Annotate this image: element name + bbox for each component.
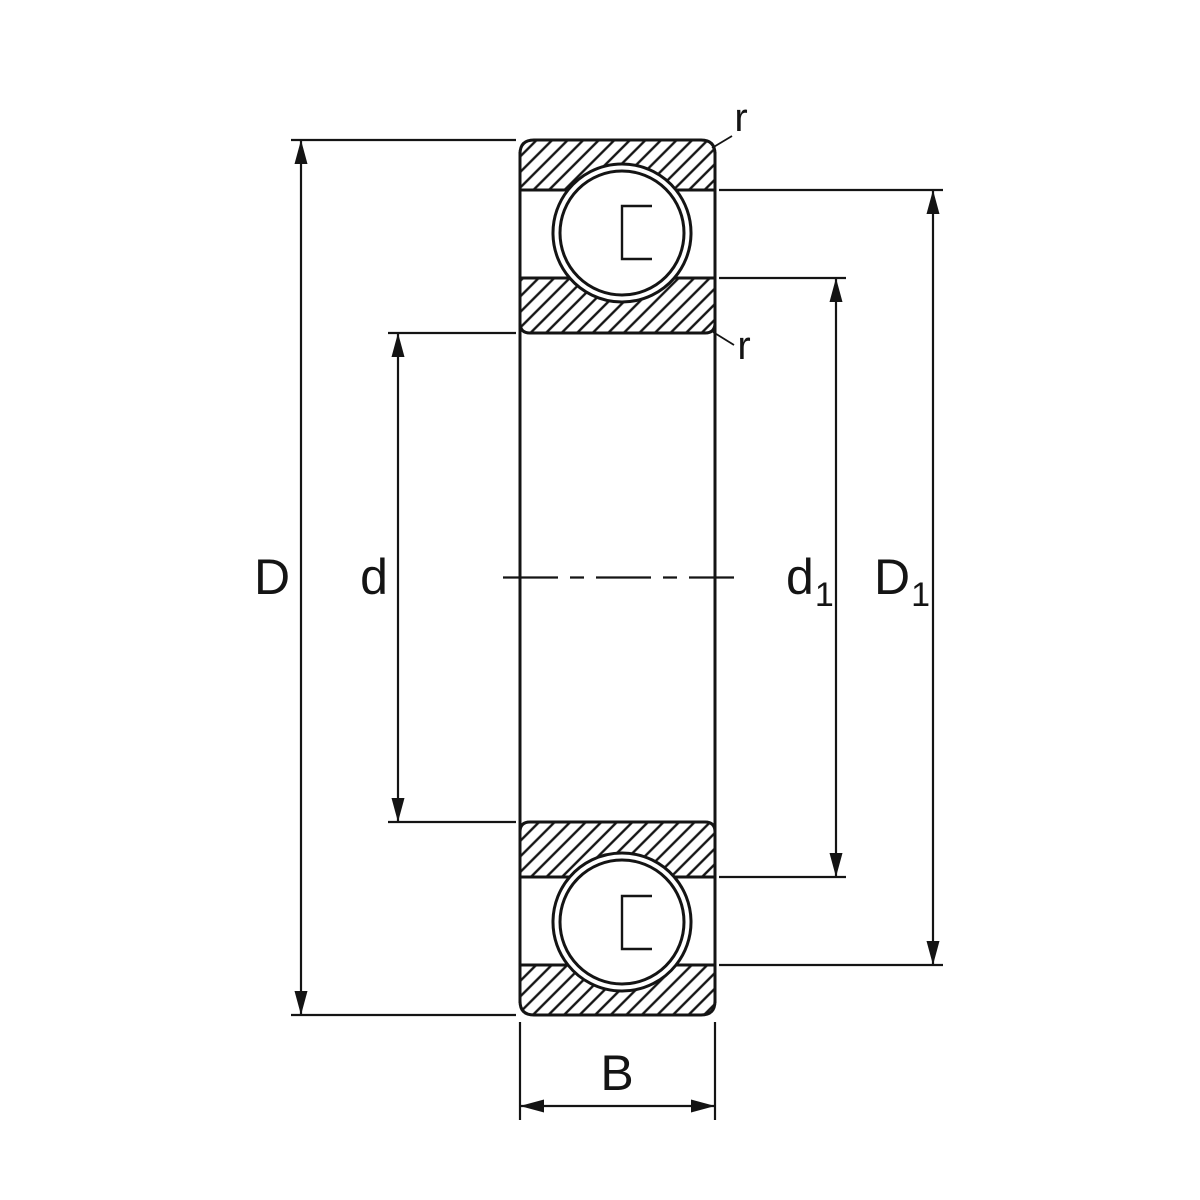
label-inner-shoulder-sub: 1 — [815, 576, 834, 614]
label-bore-diameter: d — [360, 549, 388, 605]
label-outer-shoulder-sub: 1 — [911, 576, 930, 614]
raceway-arc-bottom-right — [673, 876, 693, 966]
label-outer-diameter: D — [254, 549, 290, 605]
leader-line-r-top — [711, 135, 733, 149]
label-chamfer-inner: r — [737, 324, 750, 368]
raceway-arc-top-left — [551, 189, 571, 279]
label-width: B — [600, 1045, 633, 1101]
label-outer-shoulder-main: D — [874, 549, 910, 605]
label-inner-shoulder-diameter: d1 — [786, 549, 834, 614]
outer-ring-top-section — [518, 138, 717, 192]
label-inner-shoulder-main: d — [786, 549, 814, 605]
cage-mark-bottom — [620, 894, 652, 951]
outer-ring-bottom-section — [518, 963, 717, 1017]
label-outer-shoulder-diameter: D1 — [874, 549, 930, 614]
inner-ring-bottom-section — [518, 820, 717, 879]
leader-line-r-inner — [712, 331, 735, 346]
label-chamfer-top: r — [734, 96, 747, 140]
raceway-arc-top-right — [673, 189, 693, 279]
cage-mark-top — [620, 204, 652, 261]
raceway-arc-bottom-left — [551, 876, 571, 966]
inner-ring-top-section — [518, 276, 717, 335]
